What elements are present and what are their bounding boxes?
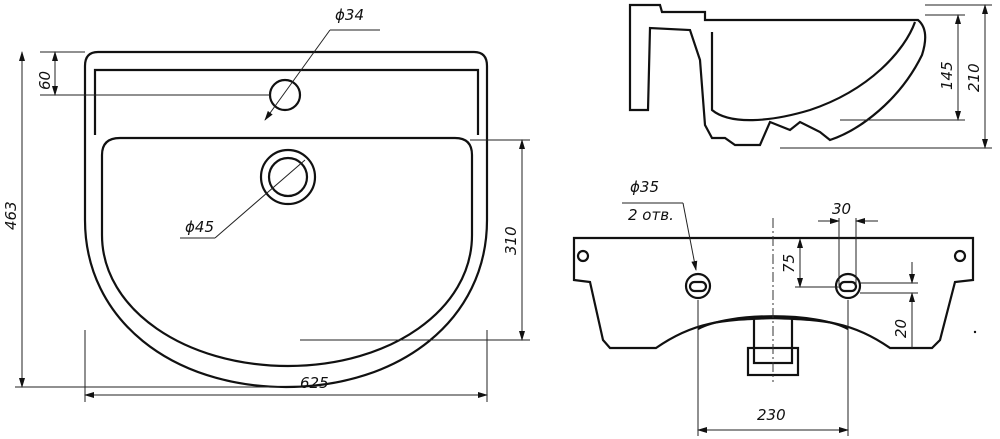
- drain-inner: [267, 156, 309, 198]
- mount-hole-count: 2 отв.: [628, 206, 674, 224]
- back-ledge: [93, 68, 480, 135]
- dim-230: 230: [757, 406, 786, 424]
- dim-tap-hole: ϕ34: [335, 6, 364, 24]
- dim-30: 30: [832, 200, 851, 218]
- dim-mount-hole-diameter: ϕ35: [630, 178, 659, 196]
- dim-145: 145: [938, 61, 956, 90]
- mount-hole-left: [684, 272, 712, 300]
- dim-210: 210: [965, 63, 983, 92]
- mount-hole-right: [834, 272, 862, 300]
- side-view: 145 210: [628, 3, 992, 149]
- drain-outer: [259, 148, 317, 206]
- dim-75: 75: [780, 254, 798, 273]
- side-outline: [628, 3, 927, 147]
- rear-view: ϕ35 2 отв. 30 75 20 230: [572, 178, 977, 436]
- dim-625: 625: [300, 374, 329, 392]
- dim-drain: ϕ45: [185, 218, 214, 236]
- outer-outline: [83, 50, 489, 389]
- bowl-rim: [100, 136, 474, 368]
- dim-463: 463: [2, 201, 20, 230]
- dim-20: 20: [892, 319, 910, 338]
- top-view: ϕ34 ϕ45 60 463 310 625: [2, 6, 530, 402]
- dim-60: 60: [36, 71, 54, 90]
- tap-hole: [268, 78, 302, 112]
- dim-310: 310: [502, 226, 520, 255]
